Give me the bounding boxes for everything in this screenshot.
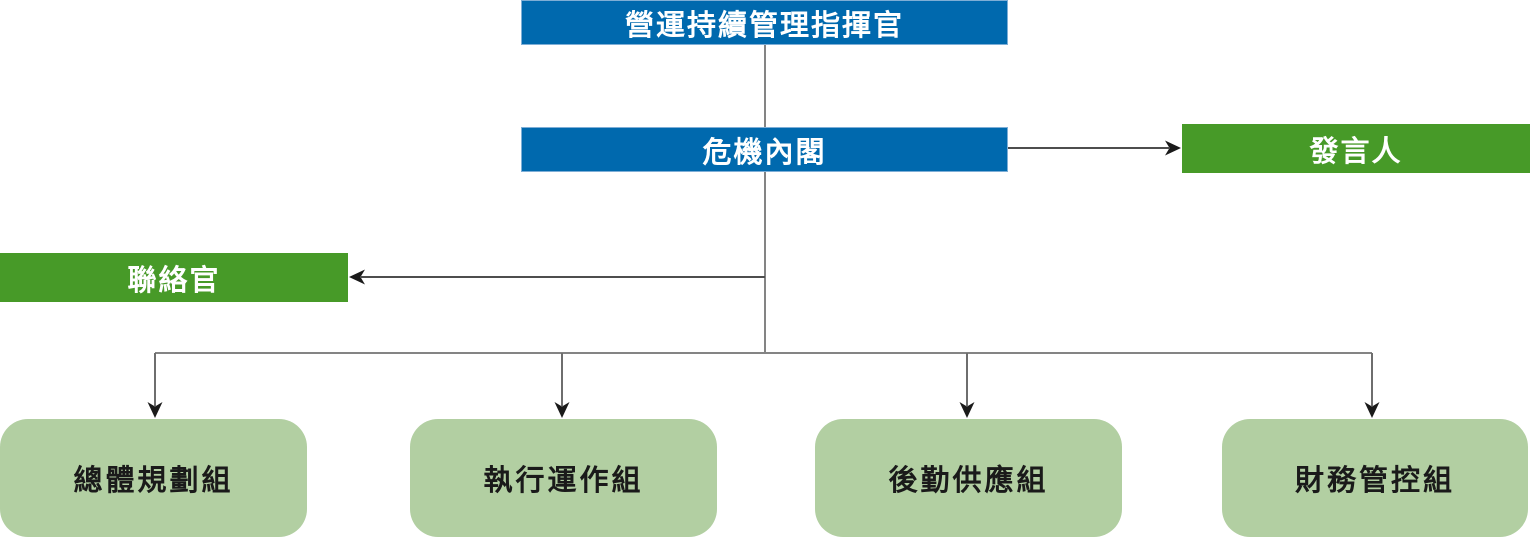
node-commander-label: 營運持續管理指揮官	[624, 7, 904, 42]
arrow-to-team-4	[1364, 353, 1380, 418]
node-team-operations: 執行運作組	[410, 419, 717, 537]
node-team-planning: 總體規劃組	[0, 419, 307, 537]
arrow-cabinet-to-spokesperson	[1008, 140, 1181, 156]
arrow-to-liaison-officer	[349, 269, 765, 285]
node-spokesperson-label: 發言人	[1309, 133, 1403, 168]
node-liaison-officer-label: 聯絡官	[127, 262, 221, 297]
node-team-finance: 財務管控組	[1222, 419, 1528, 537]
node-commander: 營運持續管理指揮官	[521, 0, 1008, 45]
node-team-logistics-label: 後勤供應組	[888, 463, 1049, 497]
node-crisis-cabinet: 危機內閣	[521, 127, 1008, 172]
node-crisis-cabinet-label: 危機內閣	[702, 134, 827, 169]
arrow-to-team-1	[147, 353, 163, 418]
arrow-to-team-3	[959, 353, 975, 418]
arrow-to-team-2	[554, 353, 570, 418]
node-team-logistics: 後勤供應組	[815, 419, 1122, 537]
node-spokesperson: 發言人	[1182, 124, 1530, 173]
node-team-planning-label: 總體規劃組	[73, 463, 234, 497]
node-team-finance-label: 財務管控組	[1294, 463, 1455, 497]
node-team-operations-label: 執行運作組	[483, 463, 644, 497]
node-liaison-officer: 聯絡官	[0, 253, 348, 302]
